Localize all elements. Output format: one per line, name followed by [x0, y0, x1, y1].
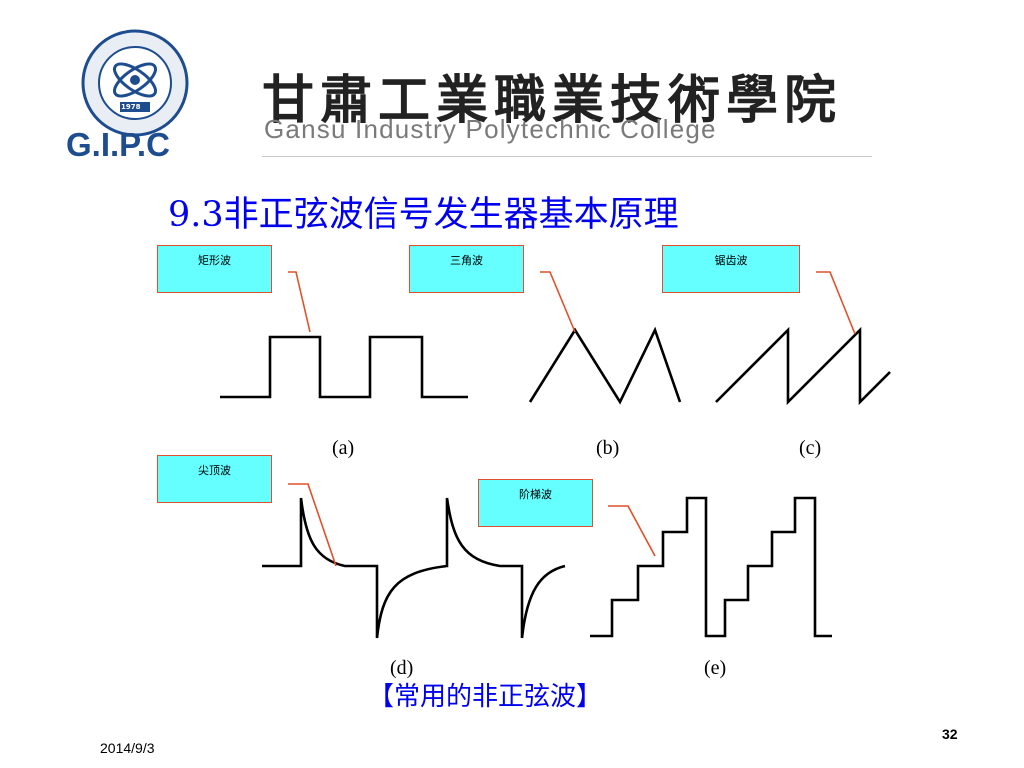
spike-wave: [262, 497, 566, 639]
page-number: 32: [942, 726, 958, 742]
label-triangle-wave: 三角波: [409, 245, 524, 293]
seal-icon: [81, 29, 189, 137]
callout-line-a: [288, 271, 311, 333]
college-seal-logo: [80, 28, 190, 138]
college-name-cn: 甘肅工業職業技術學院: [262, 70, 843, 131]
triangle-wave: [528, 326, 682, 405]
caption-b: (b): [596, 437, 620, 459]
footer-date: 2014/9/3: [100, 740, 155, 756]
figure-caption: 【常用的非正弦波】: [368, 682, 603, 712]
header-divider: [262, 156, 872, 157]
callout-line-d: [288, 483, 337, 567]
label-sawtooth-wave: 锯齿波: [662, 245, 800, 293]
caption-e: (e): [704, 657, 727, 679]
callout-line-c: [816, 271, 856, 335]
seal-year: 1978: [121, 103, 141, 111]
slide-title: 9.3非正弦波信号发生器基本原理: [168, 195, 679, 235]
label-rectangular-wave: 矩形波: [157, 245, 272, 293]
caption-a: (a): [332, 437, 355, 459]
caption-d: (d): [390, 657, 414, 679]
callout-line-b: [540, 271, 576, 333]
college-name-en: Gansu Industry Polytechnic College: [264, 114, 717, 144]
label-spike-wave: 尖顶波: [157, 455, 272, 503]
label-staircase-wave: 阶梯波: [478, 479, 593, 527]
caption-c: (c): [799, 437, 822, 459]
staircase-wave: [590, 496, 832, 638]
rectangular-wave: [220, 335, 468, 399]
logo-text: G.I.P.C: [66, 126, 170, 163]
sawtooth-wave: [715, 326, 891, 406]
callout-line-e: [608, 505, 656, 557]
